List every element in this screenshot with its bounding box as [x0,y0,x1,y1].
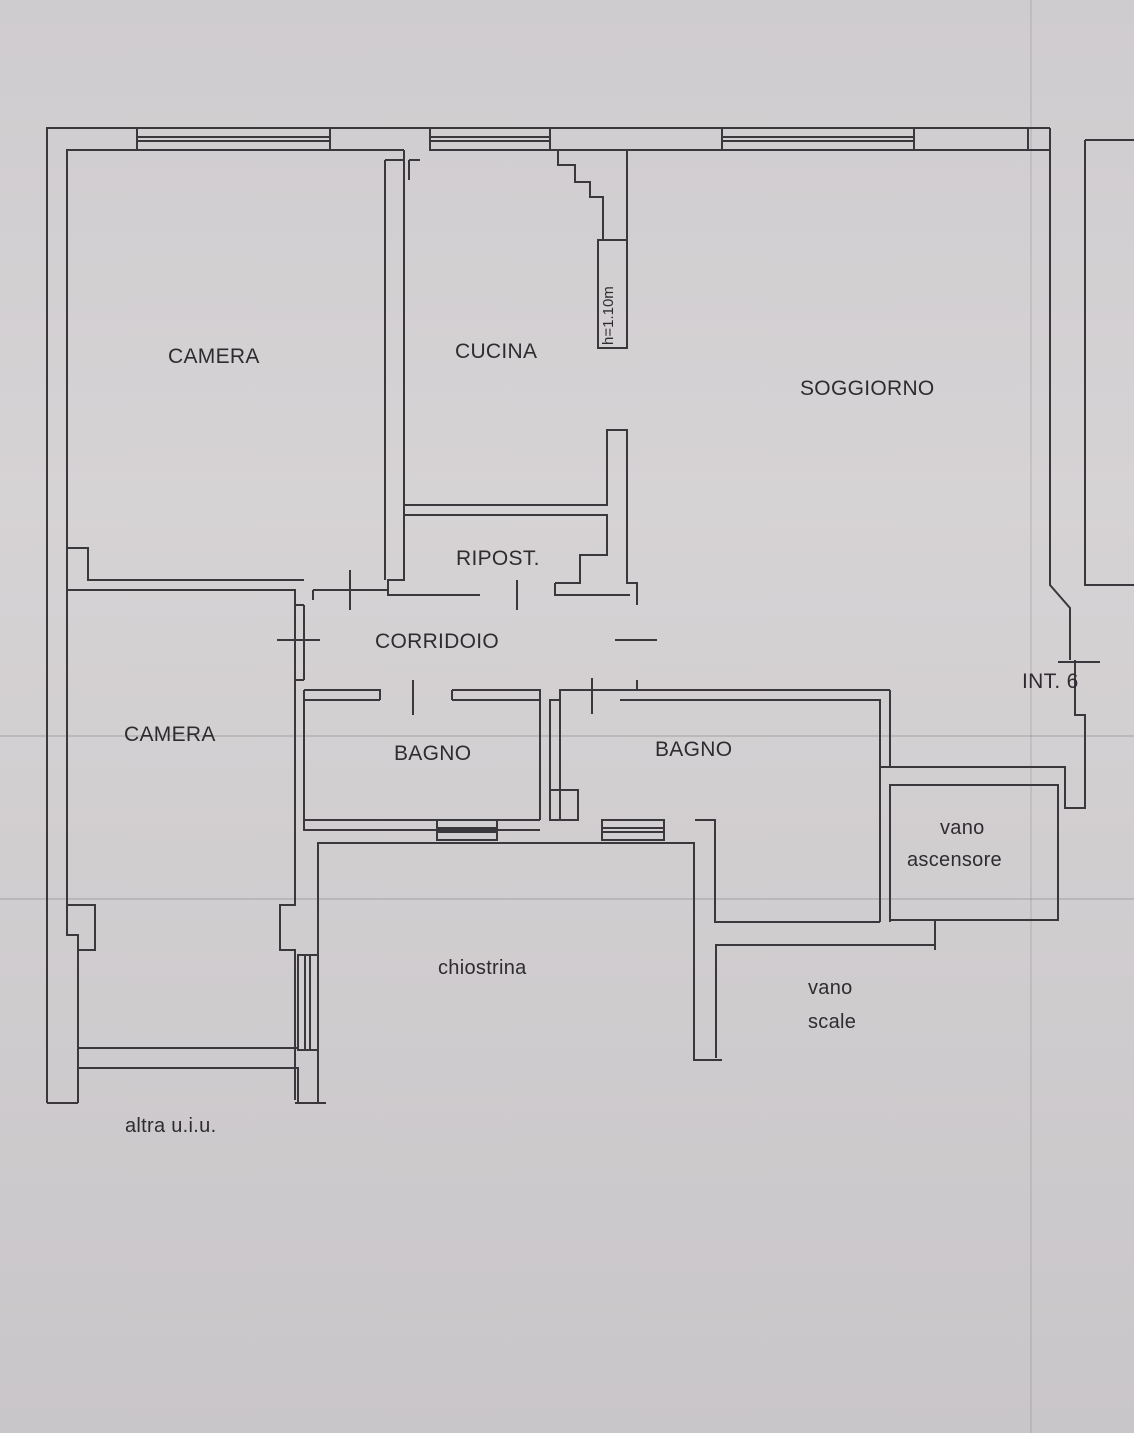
paper-fold-line [0,898,1134,900]
window-camera [136,127,331,151]
room-label-vano-ascensore-line1: vano [940,817,985,839]
room-label-bagno-left: BAGNO [394,742,472,765]
room-label-cucina: CUCINA [455,340,538,363]
window-soggiorno [721,127,915,151]
unit-label-interno: INT. 6 [1022,670,1079,693]
room-label-ripostiglio: RIPOST. [456,547,540,570]
room-label-camera-top: CAMERA [168,345,260,368]
room-label-vano-scale-line2: scale [808,1011,857,1033]
room-label-corridoio: CORRIDOIO [375,630,500,653]
paper-fold-line [0,735,1134,737]
room-label-vano-ascensore-line2: ascensore [907,849,1002,871]
room-label-soggiorno: SOGGIORNO [800,377,935,400]
paper-fold-line [1030,0,1032,1433]
outer-wall [46,127,1050,1103]
room-label-bagno-right: BAGNO [655,738,733,761]
window-cucina [429,127,551,151]
window-bagno-right [601,819,665,841]
room-label-chiostrina: chiostrina [438,957,527,979]
room-label-vano-scale-line1: vano [808,977,853,999]
room-label-camera-bottom: CAMERA [124,723,216,746]
outer-wall-inner [66,149,404,1103]
annotation-height: h=1.10m [600,286,617,345]
label-altra-uiu: altra u.i.u. [125,1115,217,1137]
right-wall [1027,128,1051,585]
window-camera-bottom [297,954,319,1051]
